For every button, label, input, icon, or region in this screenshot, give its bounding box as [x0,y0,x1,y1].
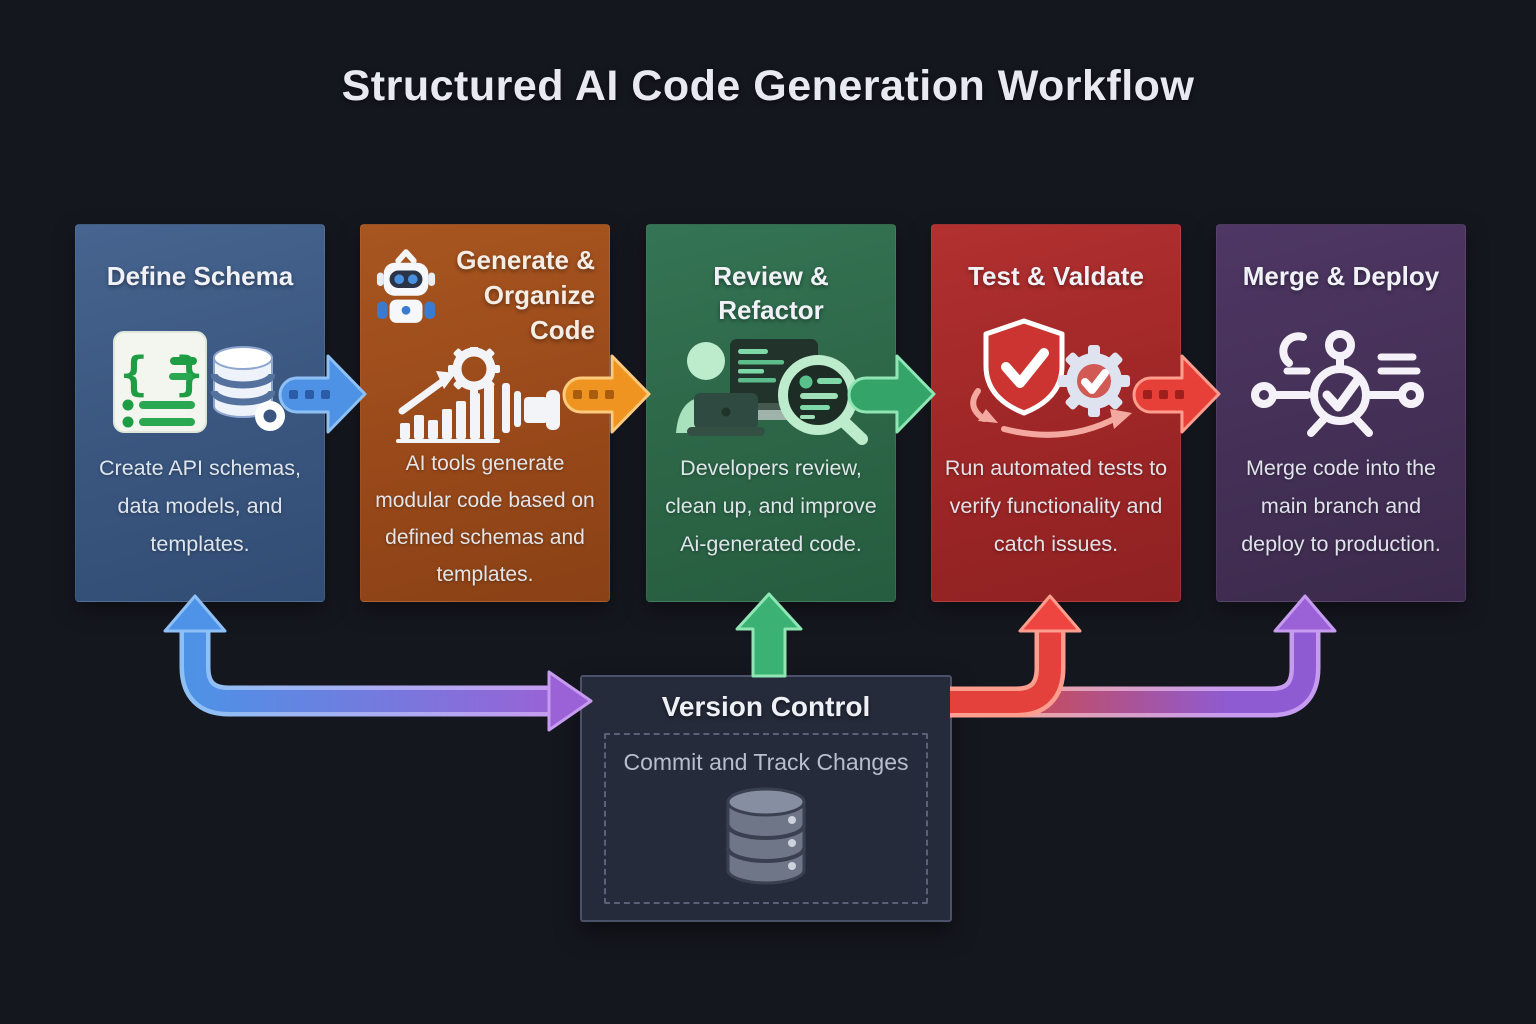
card-description: AI tools generate modular code based on … [375,452,595,586]
database-icon [606,784,926,888]
arrow-vc-to-merge [1000,594,1337,718]
arrow-vc-to-test [950,594,1082,718]
arrow-test-to-merge [1132,354,1221,434]
robot-icon [375,249,437,330]
version-control-subtitle: Commit and Track Changes [623,749,909,775]
card-title: Merge & Deploy [1242,261,1440,291]
card-description: Merge code into the main branch and depl… [1241,456,1441,556]
version-control-dashed-frame: Commit and Track Changes [604,733,928,904]
arrow-vc-to-review [735,592,803,678]
card-merge-deploy: Merge & Deploy [1216,224,1466,602]
schema-document-database-icon: { } [76,329,324,437]
card-description: Create API schemas, data models, and tem… [99,456,301,556]
page-title: Structured AI Code Generation Workflow [341,62,1195,110]
card-title: Review & Refactor [713,261,829,325]
card-description: Developers review, clean up, and improve… [665,456,877,556]
card-define-schema: Define Schema { } Create API schemas, da… [75,224,325,602]
card-test-validate: Test & Valdate [931,224,1181,602]
developer-laptop-magnifier-icon [647,335,895,447]
merge-branch-check-icon [1217,329,1465,441]
version-control-panel: Version Control Commit and Track Changes [580,675,952,922]
version-control-title: Version Control [661,691,871,722]
card-title: Generate & Organize Code [456,245,595,345]
card-description: Run automated tests to verify functional… [944,456,1168,556]
card-title: Define Schema [106,261,294,291]
arrow-schema-to-vc [163,594,593,732]
arrow-review-to-test [847,354,936,434]
card-title: Test & Valdate [968,261,1144,291]
arrow-generate-to-review [562,354,651,434]
shield-check-gear-icon [932,317,1180,443]
card-review-refactor: Review & Refactor [646,224,896,602]
arrow-define-to-generate [278,354,367,434]
gear-chart-plug-icon [361,347,609,443]
